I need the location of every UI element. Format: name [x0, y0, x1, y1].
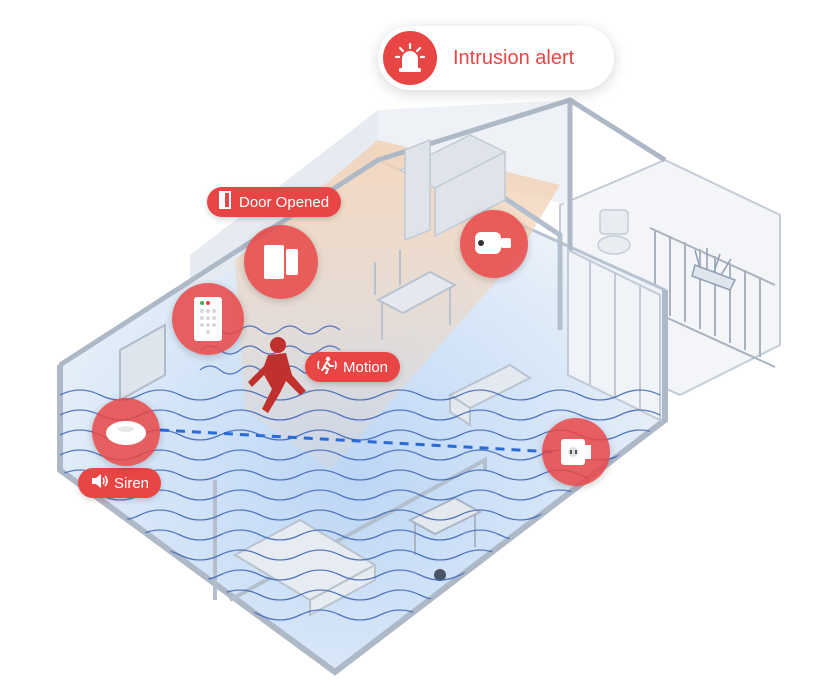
dining-table: [374, 250, 458, 340]
bathroom-toilet: [597, 209, 631, 255]
keypad-device: [172, 283, 244, 355]
kitchen-counter: [398, 134, 507, 242]
link-line: [159, 428, 556, 454]
balcony-railing: [649, 227, 776, 368]
sofa: [447, 363, 533, 427]
smart-plug-device: [542, 418, 610, 486]
tv: [119, 323, 166, 402]
intruder-figure: [248, 337, 306, 413]
door-icon: [219, 191, 233, 213]
plant: [691, 248, 737, 291]
window-wall: [567, 248, 661, 422]
speaker-icon: [90, 473, 108, 493]
siren-badge: Siren: [78, 468, 162, 498]
door-opened-badge: Door Opened: [207, 187, 342, 217]
motion-badge: Motion: [305, 352, 401, 382]
intrusion-alert-label: Intrusion alert: [453, 46, 575, 69]
left-wall-top: [58, 97, 667, 368]
siren-label: Siren: [114, 474, 150, 492]
door-sensor-device: [244, 225, 318, 299]
siren-hub-device: [92, 398, 160, 466]
motion-icon: [317, 356, 337, 378]
bed: [232, 518, 378, 617]
camera-device: [460, 210, 528, 278]
motion-label: Motion: [343, 358, 389, 376]
desk: [407, 496, 483, 581]
intrusion-alert-badge: Intrusion alert: [378, 26, 614, 90]
door-opened-label: Door Opened: [239, 193, 330, 211]
siren-icon: [383, 31, 437, 85]
